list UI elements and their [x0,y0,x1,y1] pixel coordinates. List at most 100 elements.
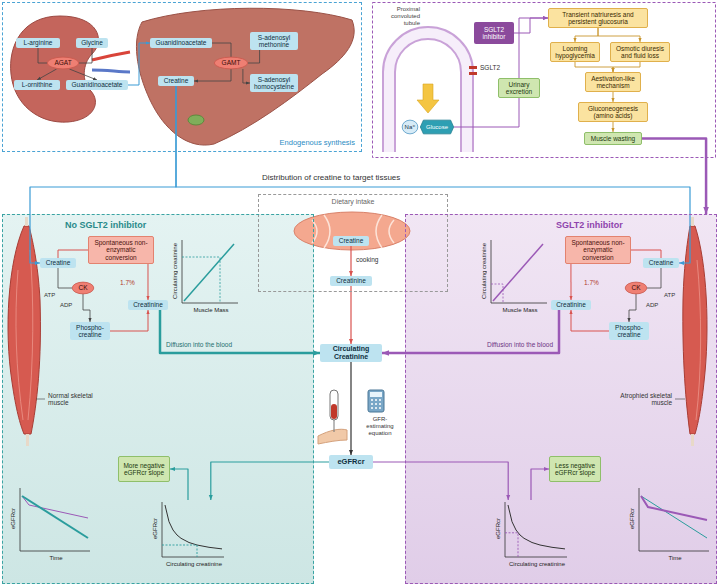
node-text: eGFRcr [337,458,364,467]
chart-axes [491,240,547,303]
needle [334,420,335,432]
connector [519,18,548,78]
node-text: Looming hypoglycemia [554,45,596,60]
chart-line [641,496,707,520]
axis-title-x: Muscle Mass [491,305,549,316]
synthesis-panel: Endogenous synthesisL-arginineGlycineAGA… [2,2,362,152]
connector [110,310,148,331]
chart-axes [20,488,90,551]
node-text: L-ornithine [22,81,53,88]
metabolite-box: Guanidinoacetate [150,38,212,48]
connector [176,86,690,263]
chart-line [22,496,88,538]
connector [514,18,548,33]
axis-title-x: Circulating creatinine [162,559,226,570]
chart-guide [182,257,220,303]
enzyme-ellipse: CK [72,282,94,294]
cofactor-label: ATP [44,292,55,299]
renal-vein [92,70,130,72]
proximal-tubule [389,33,467,152]
metabolite-box: Creatine [333,236,369,246]
dietary-panel: Dietary intakeCreatineCreatinine [258,194,448,292]
calculator-keys [371,400,381,408]
connector [631,250,661,258]
axis-title-y: Circulating creatinine [170,238,181,303]
structure-label: Proximal convoluted tubule [376,6,420,27]
axis-title-y: eGFRcr [150,500,161,557]
node-text: Less negative eGFRcr slope [553,462,597,477]
connector [248,50,260,63]
node-text: Glycine [81,39,103,46]
node-text: S-adenosyl homocysteine [253,76,295,91]
node-text: Urinary excretion [502,81,536,96]
connector [350,286,351,344]
chart-line [493,244,543,301]
connector [30,86,176,263]
connector [373,462,508,500]
measure-box: Circulating Creatinine [320,344,382,362]
node-text: Circulating Creatinine [323,345,379,361]
metabolite-box: Guanidinoacetate [66,80,128,90]
percentage-label: 1.7% [584,279,599,286]
panel-ground [2,214,314,584]
shape-fill [47,57,78,69]
method-label: GFR-estimating equation [360,416,400,437]
connector [598,28,640,42]
node-text: Guanidinoacetate [72,81,123,88]
process-box: Spontaneous non-enzymatic conversion [88,236,154,264]
flow-arrow [417,84,439,113]
line-chart: Circulating creatinineMuscle Mass [170,238,240,316]
curve-chart: eGFRcrCirculating creatinine [493,500,569,570]
node-text: Aestivation-like mechanism [589,75,637,90]
panel-heading: Dietary intake [259,198,447,206]
atrophied-muscle [683,226,707,434]
axis-title-x: Circulating creatinine [505,559,569,570]
node-text: S-adenosyl methonine [253,34,295,49]
chart-line [184,244,234,301]
shape-fill [420,120,453,134]
chart-curve [165,505,222,549]
connector [382,310,559,353]
axis-title-x: Time [639,553,711,564]
node-text: Creatinine [556,301,586,308]
edge-label: Diffusion into the blood [166,341,232,348]
ion-circle: Na⁺ [402,120,418,134]
connector [571,310,609,331]
connector [613,122,614,132]
shape-fill [214,57,247,69]
panel-ground [405,214,717,584]
edge-label: Diffusion into the blood [478,341,553,348]
connector [613,92,614,102]
enzyme-ellipse: GAMT [214,57,248,69]
axis-title-x: Time [20,553,92,564]
sglt2-transporter [469,72,477,75]
node-text: Spontaneous non-enzymatic conversion [569,239,627,261]
cofactor-label: ATP [664,292,675,299]
outcome-box: Muscle wasting [584,132,642,145]
node-text: CK [78,284,87,291]
leader-line [675,399,685,400]
tendon [691,217,694,446]
connector [83,294,90,322]
node-text: Osmotic diuresis and fluid loss [614,45,666,60]
connector [629,294,636,322]
connector [69,69,97,80]
shape-fill [625,282,647,294]
metabolite-box: L-ornithine [14,80,60,90]
axis-title-y: eGFRcr [8,486,19,551]
connector [350,246,351,276]
panel-heading: SGLT2 inhibitor [556,220,623,230]
shape-fill [72,282,94,294]
metabolite-box: Creatinine [330,276,372,286]
transporter-label: SGLT2 [480,64,500,71]
leader-line [36,399,45,400]
connector [570,264,571,300]
metabolite-box: Phospho-creatine [70,322,110,340]
connector [58,268,72,288]
node-text: Creatinine [336,277,366,284]
blood-tube [330,390,338,420]
connector [128,43,150,85]
enzyme-ellipse: AGAT [47,57,79,69]
process-box: Gluconeogenesis (amino acids) [578,102,648,122]
